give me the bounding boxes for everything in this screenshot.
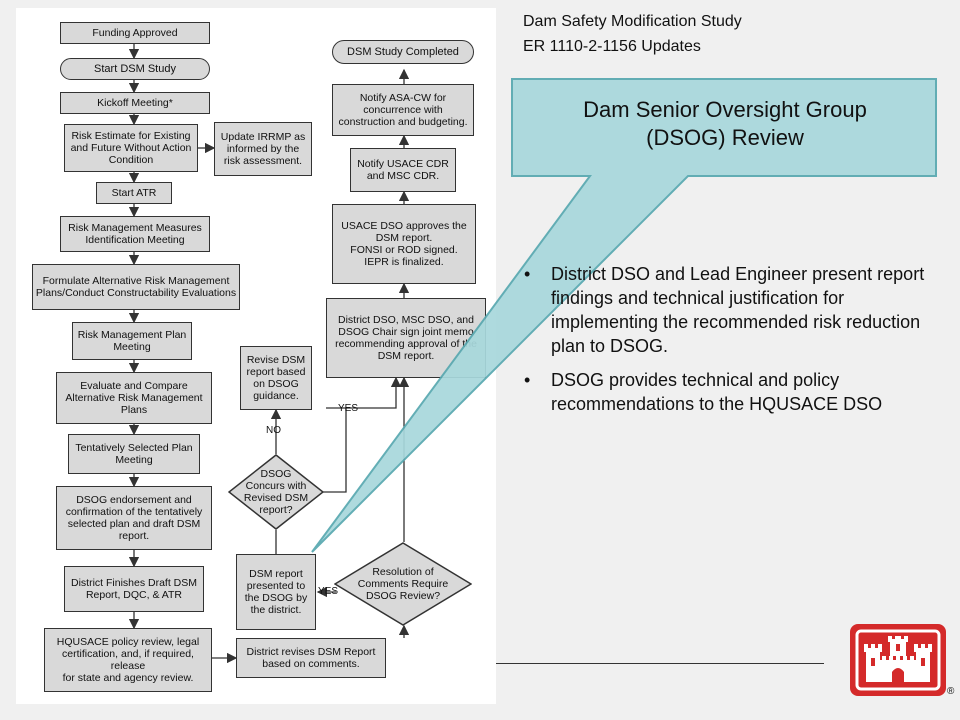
flow-step: Risk Management Plan Meeting: [72, 322, 192, 360]
flow-step: Funding Approved: [60, 22, 210, 44]
bullet-text: DSOG provides technical and policy recom…: [551, 370, 883, 414]
flow-step: Notify ASA-CW for concurrence with const…: [332, 84, 474, 136]
registered-mark: ®: [947, 686, 955, 697]
flow-step: Risk Management Measures Identification …: [60, 216, 210, 252]
resolution-diamond-shape: [334, 542, 472, 626]
flow-step: District Finishes Draft DSM Report, DQC,…: [64, 566, 204, 612]
yes-label: YES: [318, 586, 339, 597]
concur-diamond-shape: [228, 454, 324, 530]
no-label: NO: [266, 425, 281, 436]
bullet-list: • District DSO and Lead Engineer present …: [524, 262, 944, 426]
flow-step: Evaluate and Compare Alternative Risk Ma…: [56, 372, 212, 424]
slide-header-line1: Dam Safety Modification Study: [523, 13, 742, 30]
flow-step: Start ATR: [96, 182, 172, 204]
bullet-text: District DSO and Lead Engineer present r…: [551, 264, 925, 356]
flow-step: DSOG endorsement and confirmation of the…: [56, 486, 212, 550]
flow-step: Kickoff Meeting*: [60, 92, 210, 114]
resolution-diamond-label: Resolution of Comments Require DSOG Revi…: [357, 566, 449, 602]
district-revises-box: District revises DSM Report based on com…: [236, 638, 386, 678]
flow-step: District DSO, MSC DSO, and DSOG Chair si…: [326, 298, 486, 378]
flow-step: Risk Estimate for Existing and Future Wi…: [64, 124, 198, 172]
flow-step: Formulate Alternative Risk Management Pl…: [32, 264, 240, 310]
callout-title: Dam Senior Oversight Group (DSOG) Review: [583, 97, 867, 150]
slide-header-line2: ER 1110-2-1156 Updates: [523, 38, 701, 55]
bullet-item: • District DSO and Lead Engineer present …: [524, 262, 944, 358]
bullet-dot-icon: •: [524, 264, 531, 284]
footer-divider: [496, 663, 824, 664]
concur-diamond-label: DSOG Concurs with Revised DSM report?: [243, 468, 309, 516]
flow-step: Tentatively Selected Plan Meeting: [68, 434, 200, 474]
flowchart-panel: Funding Approved Start DSM Study Kickoff…: [16, 8, 496, 704]
revise-dsm-box: Revise DSM report based on DSOG guidance…: [240, 346, 312, 410]
flow-step: DSM Study Completed: [332, 40, 474, 64]
bullet-dot-icon: •: [524, 370, 531, 390]
usace-castle-logo: [850, 624, 946, 696]
flow-step: HQUSACE policy review, legal certificati…: [44, 628, 212, 692]
flow-step: USACE DSO approves the DSM report. FONSI…: [332, 204, 476, 284]
flow-step: Notify USACE CDR and MSC CDR.: [350, 148, 456, 192]
flow-step: Start DSM Study: [60, 58, 210, 80]
update-irrmp-box: Update IRRMP as informed by the risk ass…: [214, 122, 312, 176]
dsm-presented-box: DSM report presented to the DSOG by the …: [236, 554, 316, 630]
yes-label: YES: [338, 403, 359, 414]
bullet-item: • DSOG provides technical and policy reco…: [524, 368, 944, 416]
